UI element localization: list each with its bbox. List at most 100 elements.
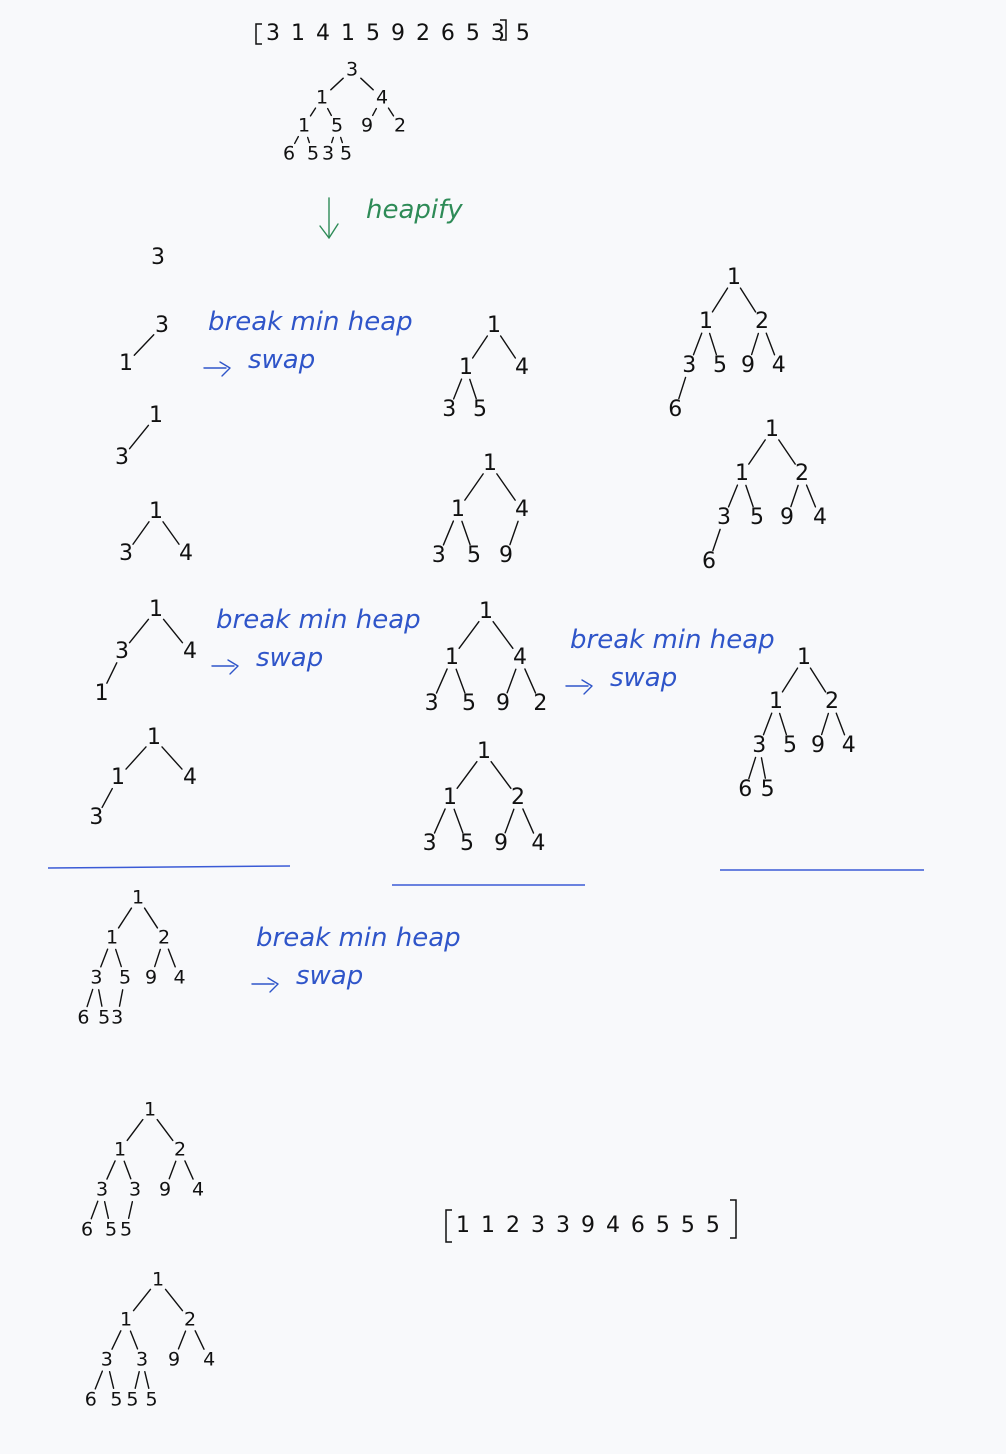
column3-tree-3-edge-llr [760,757,767,779]
bottom-column-tree-2-node-llr: 5 [105,1219,117,1241]
bottom-column-tree-2-node-lr: 3 [129,1179,141,1201]
column2-tree-3-edge-r [492,620,514,650]
bottom-column-tree-3-edge-l [132,1288,152,1312]
column3-tree-3-edge-lll [748,756,757,780]
column1-tree-6-edge-r [161,746,183,770]
column3-tree-3-edge-rr [835,712,846,736]
column2-tree-2-edge-rl [509,520,519,546]
bottom-column-tree-1-edge-lr [115,948,122,968]
column3-tree-2-edge-ll [727,484,739,508]
column2-tree-2-node-lr: 5 [467,543,481,568]
bottom-column-tree-3-edge-lll [94,1370,104,1390]
column3-tree-1-edge-ll [692,332,703,356]
bottom-column-tree-2-node-rl: 9 [159,1179,171,1201]
initial-tree-node-rl: 9 [361,115,373,137]
bottom-column-tree-2-node-root: 1 [144,1099,156,1121]
note-3-swap: swap [610,663,677,693]
note-1-title: break min heap [208,307,413,337]
initial-tree-edge-lrr [339,136,344,144]
bottom-column-tree-1-node-l: 1 [106,927,118,949]
column1-tree-5-node-r: 4 [183,639,197,664]
input-array-values: 3 1 4 1 5 9 2 6 5 3 5 [266,21,532,46]
bottom-column-tree-2-edge-lr [123,1160,132,1180]
bottom-column-tree-3-edge-lr [129,1330,139,1350]
bottom-column-tree-3-node-r: 2 [184,1309,196,1331]
bottom-column-tree-2-edge-rr [184,1160,194,1180]
column1-tree-5-node-l: 3 [115,639,129,664]
column2-tree-4-node-ll: 3 [423,831,437,856]
column2-tree-2-edge-r [496,473,516,501]
column3-tree-1-node-l: 1 [699,309,713,334]
bottom-column-tree-3-edge-llr [108,1370,115,1390]
column2-tree-4-edge-rr [522,808,535,834]
bottom-column-tree-2-edge-rl [168,1160,177,1180]
column1-tree-3-node-root: 1 [149,403,163,428]
bottom-column-tree-3-node-lll: 6 [85,1389,97,1411]
column2-tree-3-edge-rr [524,668,537,694]
bottom-column-tree-3-edge-rl [177,1330,187,1350]
column2-tree-1-edge-ll [452,378,463,400]
output-array: 1 1 2 3 3 9 4 6 5 5 5 [445,1199,737,1243]
column1-tree-4-edge-l [132,521,150,545]
column3-tree-2-edge-lll [712,528,721,552]
column3-tree-1-node-ll: 3 [682,353,696,378]
bottom-column-tree-3-node-rl: 9 [168,1349,180,1371]
initial-tree-edge-rr [387,107,395,117]
column3-tree-3-node-lr: 5 [783,733,797,758]
column2-tree-2-node-r: 4 [515,497,529,522]
divider-1 [47,865,291,869]
column3-tree-1-node-rl: 9 [741,353,755,378]
column2-tree-1-node-l: 1 [459,355,473,380]
column1-tree-2-node-root: 3 [155,313,169,338]
column1-tree-4-node-root: 1 [149,499,163,524]
column3-tree-3-node-rl: 9 [811,733,825,758]
bottom-column-tree-1-edge-llr [97,989,103,1007]
column1-tree-5-edge-l [128,618,150,644]
bottom-column-tree-3-edge-lrr [144,1370,150,1390]
column2-tree-3-node-r: 4 [513,645,527,670]
initial-tree-node-lr: 5 [331,115,343,137]
column3-tree-1-edge-l [711,287,729,313]
column1-tree-3-node-l: 3 [115,445,129,470]
column3-tree-2-edge-l [748,439,766,465]
column1-tree-5-edge-r [162,618,184,644]
column2-tree-3-node-root: 1 [479,599,493,624]
bottom-column-tree-1-node-r: 2 [158,927,170,949]
bottom-column-tree-1-edge-rr [167,948,176,968]
heapify-arrow: heapify [319,195,463,239]
note-3: break min heap swap [565,625,775,695]
bottom-column-tree-1-node-ll: 3 [90,967,102,989]
bottom-column-tree-1-node-rl: 9 [145,967,157,989]
column1-tree-6-node-root: 1 [147,725,161,750]
column2-tree-1-node-lr: 5 [473,397,487,422]
bottom-column-tree-3-node-root: 1 [152,1269,164,1291]
column2-tree-4-edge-lr [453,808,464,834]
bottom-column-tree-2-edge-llr [103,1201,110,1219]
column2-tree-2-edge-l [464,473,484,501]
bottom-column-tree-2-node-rr: 4 [192,1179,204,1201]
column3-tree-2-edge-r [778,439,796,465]
column1-tree-6-edge-ll [101,787,113,809]
column2-tree-3-node-ll: 3 [425,691,439,716]
column3-tree-3-edge-r [809,667,827,693]
column3-tree-2-node-l: 1 [735,461,749,486]
column1-tree-4-node-l: 3 [119,541,133,566]
column2-tree-1-node-r: 4 [515,355,529,380]
column2-tree-1-edge-lr [469,378,477,400]
note-2-swap: swap [256,643,323,673]
bottom-column-tree-3-node-lr: 3 [136,1349,148,1371]
column3-tree-1-edge-lr [708,332,718,356]
initial-tree-edge-rl [371,107,378,117]
column2-tree-4-node-l: 1 [443,785,457,810]
column2-tree-4-node-rl: 9 [494,831,508,856]
bottom-column-tree-2-edge-r [156,1118,174,1142]
column3-tree-2-node-r: 2 [795,461,809,486]
bottom-column-tree-3-node-lrr: 5 [146,1389,158,1411]
column3-tree-2-edge-rr [805,484,817,508]
column3-tree-3-node-r: 2 [825,689,839,714]
column2-tree-4-edge-r [490,760,512,790]
column1-tree-1-node-root: 3 [151,245,165,270]
column2-tree-4-node-lr: 5 [460,831,474,856]
initial-tree-edge-lr [326,107,333,117]
